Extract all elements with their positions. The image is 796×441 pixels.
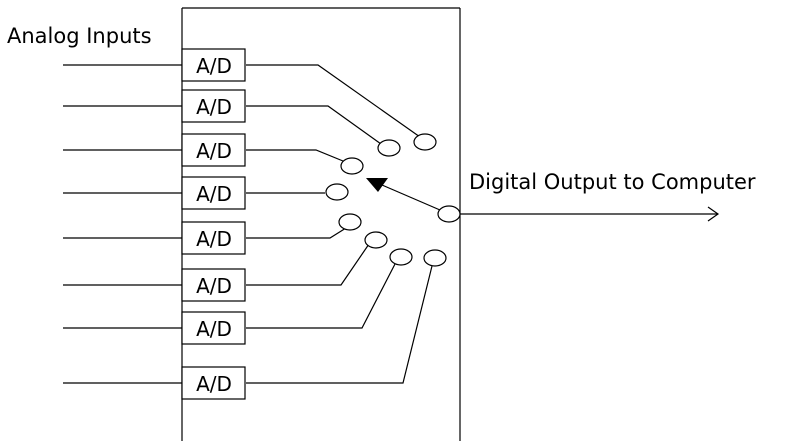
switch-contact-3 [340, 157, 364, 175]
ad-converter-box-1 [181, 48, 246, 82]
output-contact [437, 205, 461, 223]
switch-contact-2 [377, 139, 401, 157]
switch-wiper-line [381, 184, 441, 211]
channel-wire-6 [246, 243, 370, 286]
ad-converter-box-4 [181, 176, 246, 210]
switch-wiper-pointer [366, 178, 388, 192]
ad-converter-label-4: A/D [196, 182, 232, 206]
ad-converter-label-6: A/D [196, 274, 232, 298]
ad-converter-box-8 [181, 366, 246, 400]
ad-converter-label-8: A/D [196, 372, 232, 396]
analog-inputs-label: Analog Inputs [7, 24, 152, 48]
switch-contact-8 [423, 249, 447, 267]
ad-converter-label-5: A/D [196, 227, 232, 251]
switch-contact-6 [364, 231, 388, 249]
channel-wire-8 [246, 265, 433, 384]
output-arrowhead [707, 206, 720, 222]
ad-converter-box-3 [181, 133, 246, 167]
switch-contact-5 [338, 213, 362, 231]
ad-converter-label-7: A/D [196, 317, 232, 341]
ad-converter-box-6 [181, 268, 246, 302]
ad-converter-box-2 [181, 89, 246, 123]
channel-wire-2 [246, 105, 382, 145]
ad-converter-box-7 [181, 311, 246, 345]
ad-converter-label-2: A/D [196, 95, 232, 119]
switch-contact-7 [389, 248, 413, 266]
ad-converter-label-1: A/D [196, 54, 232, 78]
ad-converter-label-3: A/D [196, 139, 232, 163]
channel-wire-1 [246, 64, 421, 138]
switch-contact-4 [325, 183, 349, 201]
ad-converter-box-5 [181, 221, 246, 255]
switch-contact-1 [413, 133, 437, 151]
channel-wire-3 [246, 149, 344, 162]
channel-wire-7 [246, 263, 396, 329]
digital-output-label: Digital Output to Computer [469, 170, 756, 194]
channel-wire-5 [246, 227, 347, 239]
